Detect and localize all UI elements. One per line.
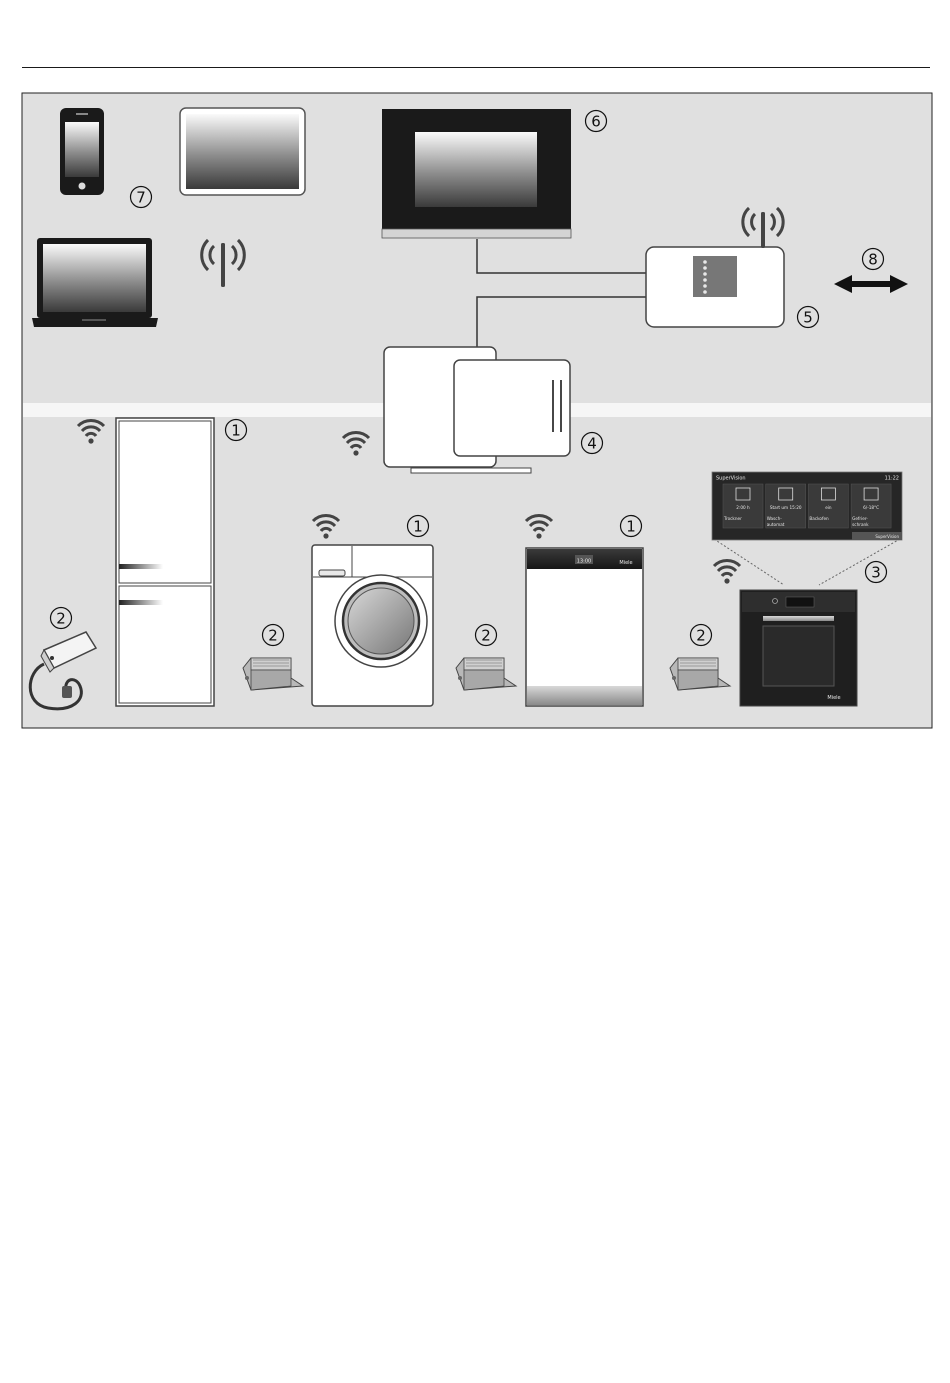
callout-label: 1 — [626, 518, 636, 536]
supervision-title: SuperVision — [716, 476, 746, 482]
supervision-tile: 6/-18°C Gefrier-schrank — [851, 484, 891, 528]
callout-label: 3 — [871, 564, 881, 582]
tv-icon — [382, 109, 571, 238]
supervision-tile-name-line1: Backofen — [809, 516, 829, 521]
callout-label: 5 — [803, 309, 813, 327]
supervision-tile-name-line1: Trockner — [723, 516, 742, 521]
callout-label: 2 — [268, 627, 278, 645]
callout-label: 1 — [231, 422, 241, 440]
router-icon — [646, 247, 784, 327]
supervision-tile-status: 2:00 h — [736, 505, 750, 510]
supervision-tile-status: ein — [825, 505, 832, 510]
smartphone-icon — [60, 108, 104, 195]
supervision-footer-button: SuperVision — [875, 534, 899, 539]
supervision-tile-status: Start um 15:20 — [770, 505, 802, 510]
supervision-tile-name-line2: automat — [767, 522, 785, 527]
laptop-icon — [32, 238, 158, 327]
tablet-icon — [180, 108, 305, 195]
supervision-tile: 2:00 h Trockner — [723, 484, 763, 528]
oven-brand: Miele — [827, 695, 840, 701]
callout-label: 8 — [868, 251, 878, 269]
supervision-time: 11:22 — [885, 476, 899, 482]
oven-icon: Miele — [740, 590, 857, 706]
supervision-tile-status: 6/-18°C — [863, 505, 879, 510]
callout-label: 2 — [56, 610, 66, 628]
callout-label: 7 — [136, 189, 146, 207]
dishwasher-display: 13:00 — [577, 559, 591, 565]
callout-label: 2 — [481, 627, 491, 645]
washing-machine-icon — [312, 545, 433, 706]
supervision-tile-name-line1: Wasch- — [767, 516, 783, 521]
gateway-icon — [384, 347, 570, 473]
fridge-icon — [116, 418, 214, 706]
callout-label: 4 — [587, 435, 597, 453]
dishwasher-icon: 13:00 Miele — [526, 548, 643, 706]
callout-label: 1 — [413, 518, 423, 536]
supervision-tile-name-line2: schrank — [852, 522, 869, 527]
dishwasher-brand: Miele — [619, 560, 632, 566]
supervision-tile-name-line1: Gefrier- — [852, 516, 868, 521]
callout-label: 6 — [591, 113, 601, 131]
callout-label: 2 — [696, 627, 706, 645]
